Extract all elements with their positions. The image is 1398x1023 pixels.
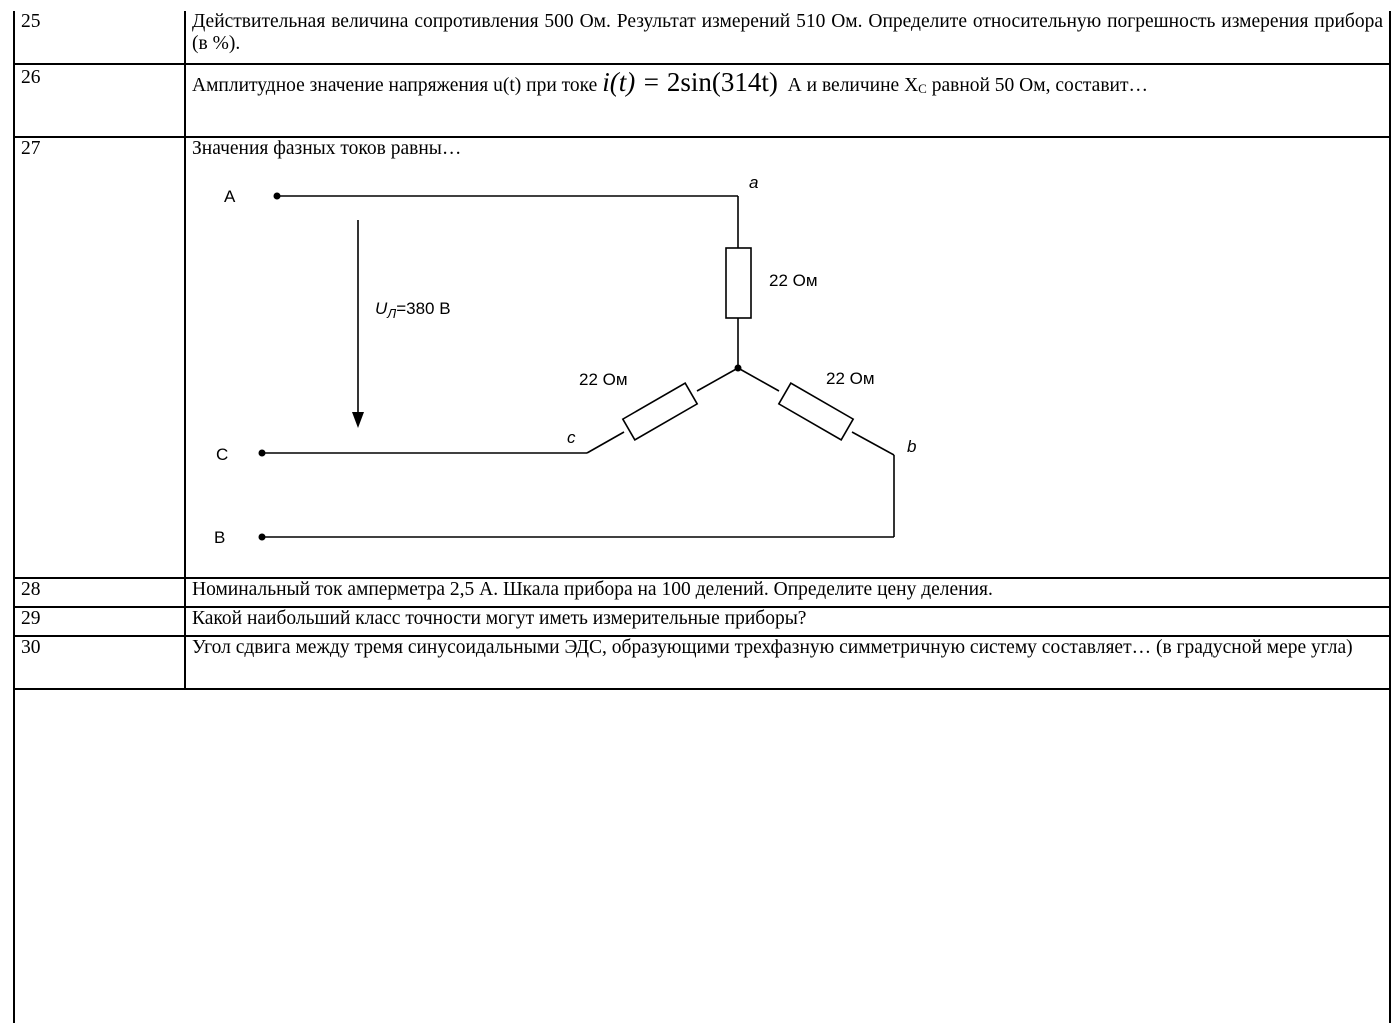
- question-text-cell: Значения фазных токов равны…: [184, 136, 1389, 579]
- question-text: Угол сдвига между тремя синусоидальными …: [184, 635, 1389, 690]
- question-number: 27: [15, 136, 186, 579]
- question-number: 29: [15, 606, 186, 637]
- question-text-mid: А и величине X: [787, 75, 919, 96]
- terminal-label-c: C: [216, 445, 228, 464]
- question-text: Номинальный ток амперметра 2,5 А. Шкала …: [184, 577, 1389, 608]
- question-text: Значения фазных токов равны…: [192, 138, 462, 159]
- current-formula: i(t) = 2sin(314t): [602, 67, 778, 97]
- subscript-c: C: [918, 81, 927, 96]
- question-text: Амплитудное значение напряжения u(t) при…: [184, 63, 1389, 138]
- document-sheet: 25 Действительная величина сопротивления…: [13, 11, 1391, 1023]
- terminal-label-b: B: [214, 528, 225, 547]
- terminal-dot-a: [273, 192, 281, 200]
- resistor-label-a: 22 Ом: [769, 271, 818, 290]
- question-text: Какой наибольший класс точности могут им…: [184, 606, 1389, 637]
- table-row: 28 Номинальный ток амперметра 2,5 А. Шка…: [15, 577, 1389, 608]
- star-node: [734, 364, 742, 372]
- question-number: 25: [15, 11, 186, 65]
- table-row: 30 Угол сдвига между тремя синусоидальны…: [15, 635, 1389, 690]
- resistor-label-c: 22 Ом: [579, 370, 628, 389]
- formula-lhs: i(t) =: [602, 67, 667, 97]
- question-text-end: равной 50 Ом, составит…: [931, 75, 1148, 96]
- voltage-arrowhead: [352, 412, 364, 428]
- resistor-a: [725, 247, 752, 319]
- terminal-dot-c: [258, 449, 266, 457]
- question-number: 26: [15, 63, 186, 138]
- question-number: 28: [15, 577, 186, 608]
- questions-table: 25 Действительная величина сопротивления…: [15, 11, 1389, 690]
- resistor-b: [777, 382, 855, 441]
- node-label-c: c: [567, 428, 576, 447]
- line-voltage-label: UЛ=380 В: [375, 299, 451, 321]
- terminal-label-a: A: [224, 187, 236, 206]
- star-circuit-diagram: A C B a c b 22 Ом 22 Ом 22 Ом UЛ=380 В: [214, 173, 916, 547]
- formula-rhs: 2sin(314t): [666, 67, 778, 97]
- table-row: 25 Действительная величина сопротивления…: [15, 11, 1389, 65]
- node-label-b: b: [907, 437, 916, 456]
- question-number: 30: [15, 635, 186, 690]
- resistor-c: [621, 382, 699, 441]
- table-row: 29 Какой наибольший класс точности могут…: [15, 606, 1389, 637]
- resistor-label-b: 22 Ом: [826, 369, 875, 388]
- table-row: 27 Значения фазных токов равны…: [15, 136, 1389, 579]
- table-row: 26 Амплитудное значение напряжения u(t) …: [15, 63, 1389, 138]
- question-text: Действительная величина сопротивления 50…: [184, 11, 1389, 65]
- node-label-a: a: [749, 173, 758, 192]
- question-text-start: Амплитудное значение напряжения u(t) при…: [192, 75, 598, 96]
- terminal-dot-b: [258, 533, 266, 541]
